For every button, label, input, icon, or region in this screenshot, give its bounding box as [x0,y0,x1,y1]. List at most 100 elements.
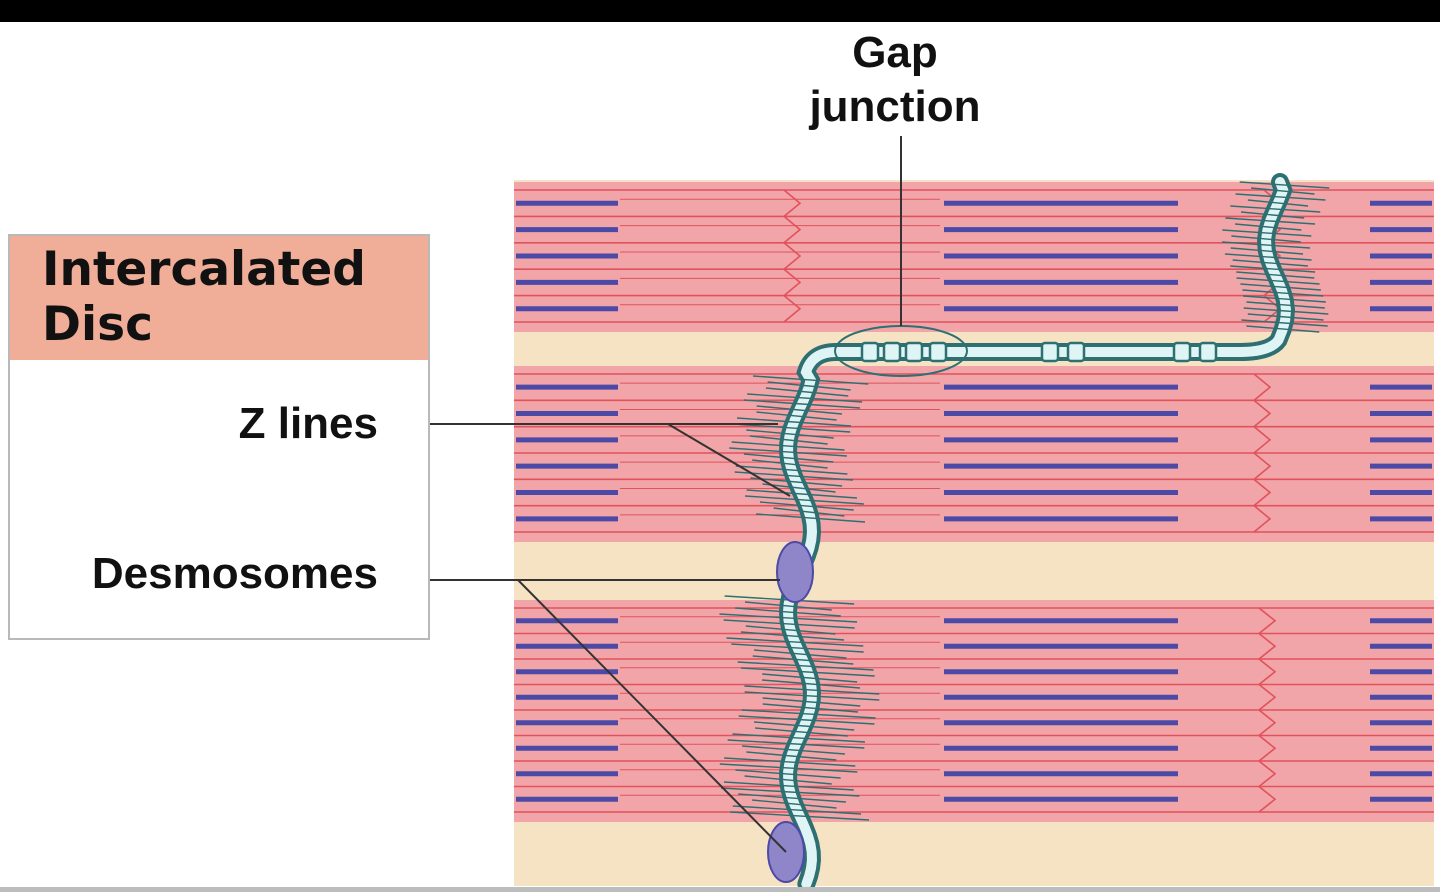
disc-fiber [744,685,880,695]
disc-fiber [1230,265,1316,273]
connexon [882,341,902,363]
disc-fiber [1246,325,1320,333]
disc-fiber [1247,313,1324,321]
disc-fiber [1241,319,1328,327]
disc-fiber [773,507,845,517]
disc-fiber [1235,193,1326,201]
disc-fiber [724,757,856,767]
disc-fiber [721,787,860,797]
disc-fiber [738,793,846,803]
disc-fiber [727,739,865,749]
desmosome-upper [776,541,814,603]
disc-fiber [747,393,863,403]
disc-fiber [756,513,866,523]
disc-fiber [762,697,861,707]
disc-fiber [746,489,858,499]
disc-fiber [753,375,869,385]
gap-junction-channels [860,341,1218,363]
z-line [783,242,802,270]
disc-fiber [744,775,832,785]
legend-box: Intercalated Disc [8,234,430,640]
disc-fiber [1243,307,1329,315]
disc-fiber [735,465,848,475]
disc-fiber [742,745,845,755]
z-line [1258,734,1277,762]
disc-fiber [762,679,861,689]
connexon [1040,341,1060,363]
connexon [904,341,924,363]
disc-fiber [741,709,876,719]
desmosomes-leader-diagonal [517,579,787,853]
disc-fiber [732,805,862,815]
disc-fiber [1243,295,1326,303]
disc-fiber [734,471,853,481]
disc-fiber [1241,211,1305,219]
z-lines-label: Z lines [238,399,378,448]
disc-fiber [762,483,836,493]
disc-fiber [743,399,861,409]
disc-fiber [719,763,858,773]
z-lines-leader-diagonal [667,423,791,497]
z-line [1258,607,1277,635]
disc-fiber [723,781,854,791]
z-line [1258,632,1277,660]
disc-fiber [1236,277,1320,285]
connexon [1198,341,1218,363]
disc-fiber [723,619,855,629]
cell-band-middle [514,366,1434,542]
z-line [783,268,802,297]
gap-junction-label: Gap junction [809,28,981,131]
disc-fiber [737,661,874,671]
top-bar [0,0,1440,22]
disc-fiber [731,441,845,451]
disc-fiber [719,613,858,623]
disc-fiber [729,447,847,457]
disc-fiber [765,387,849,397]
disc-fiber [730,811,870,821]
z-line [1253,399,1272,428]
disc-fiber [744,691,880,701]
disc-fiber [1224,253,1312,261]
disc-fiber [741,667,875,677]
disc-fiber [754,649,847,659]
disc-fiber [1222,229,1312,237]
z-line [783,294,802,323]
disc-fiber [1225,217,1316,225]
disc-fiber [755,727,848,737]
z-line [1258,683,1277,711]
legend-header: Intercalated Disc [10,236,428,360]
disc-fiber [1230,205,1321,213]
z-line [1253,452,1272,480]
disc-fiber [752,655,854,665]
desmosomes-label: Desmosomes [91,549,378,598]
disc-fiber [745,625,836,635]
disc-fiber [736,417,852,427]
intercalated-disc [719,173,1330,892]
disc-fiber [753,721,855,731]
bottom-rule [0,887,1440,892]
disc-fiber [759,501,854,511]
disc-fiber [733,423,851,433]
z-line [1258,709,1277,737]
disc-fiber [752,459,828,469]
disc-fiber [752,799,837,809]
disc-fiber [1250,187,1315,195]
disc-fiber [750,477,843,487]
disc-fiber [745,495,864,505]
z-line [1258,760,1277,788]
disc-fiber [1236,271,1315,279]
connexon [1172,341,1192,363]
connexon [928,341,948,363]
disc-fiber [732,733,865,743]
disc-fiber [731,643,864,653]
disc-fiber [735,607,841,617]
disc-fiber [740,631,845,641]
disc-fiber [1235,223,1302,231]
disc-fiber [1231,235,1301,243]
connexon [860,341,880,363]
disc-fiber [726,637,864,647]
myofibrils [514,189,1434,813]
z-line [1253,426,1272,454]
disc-fiber [756,405,842,415]
